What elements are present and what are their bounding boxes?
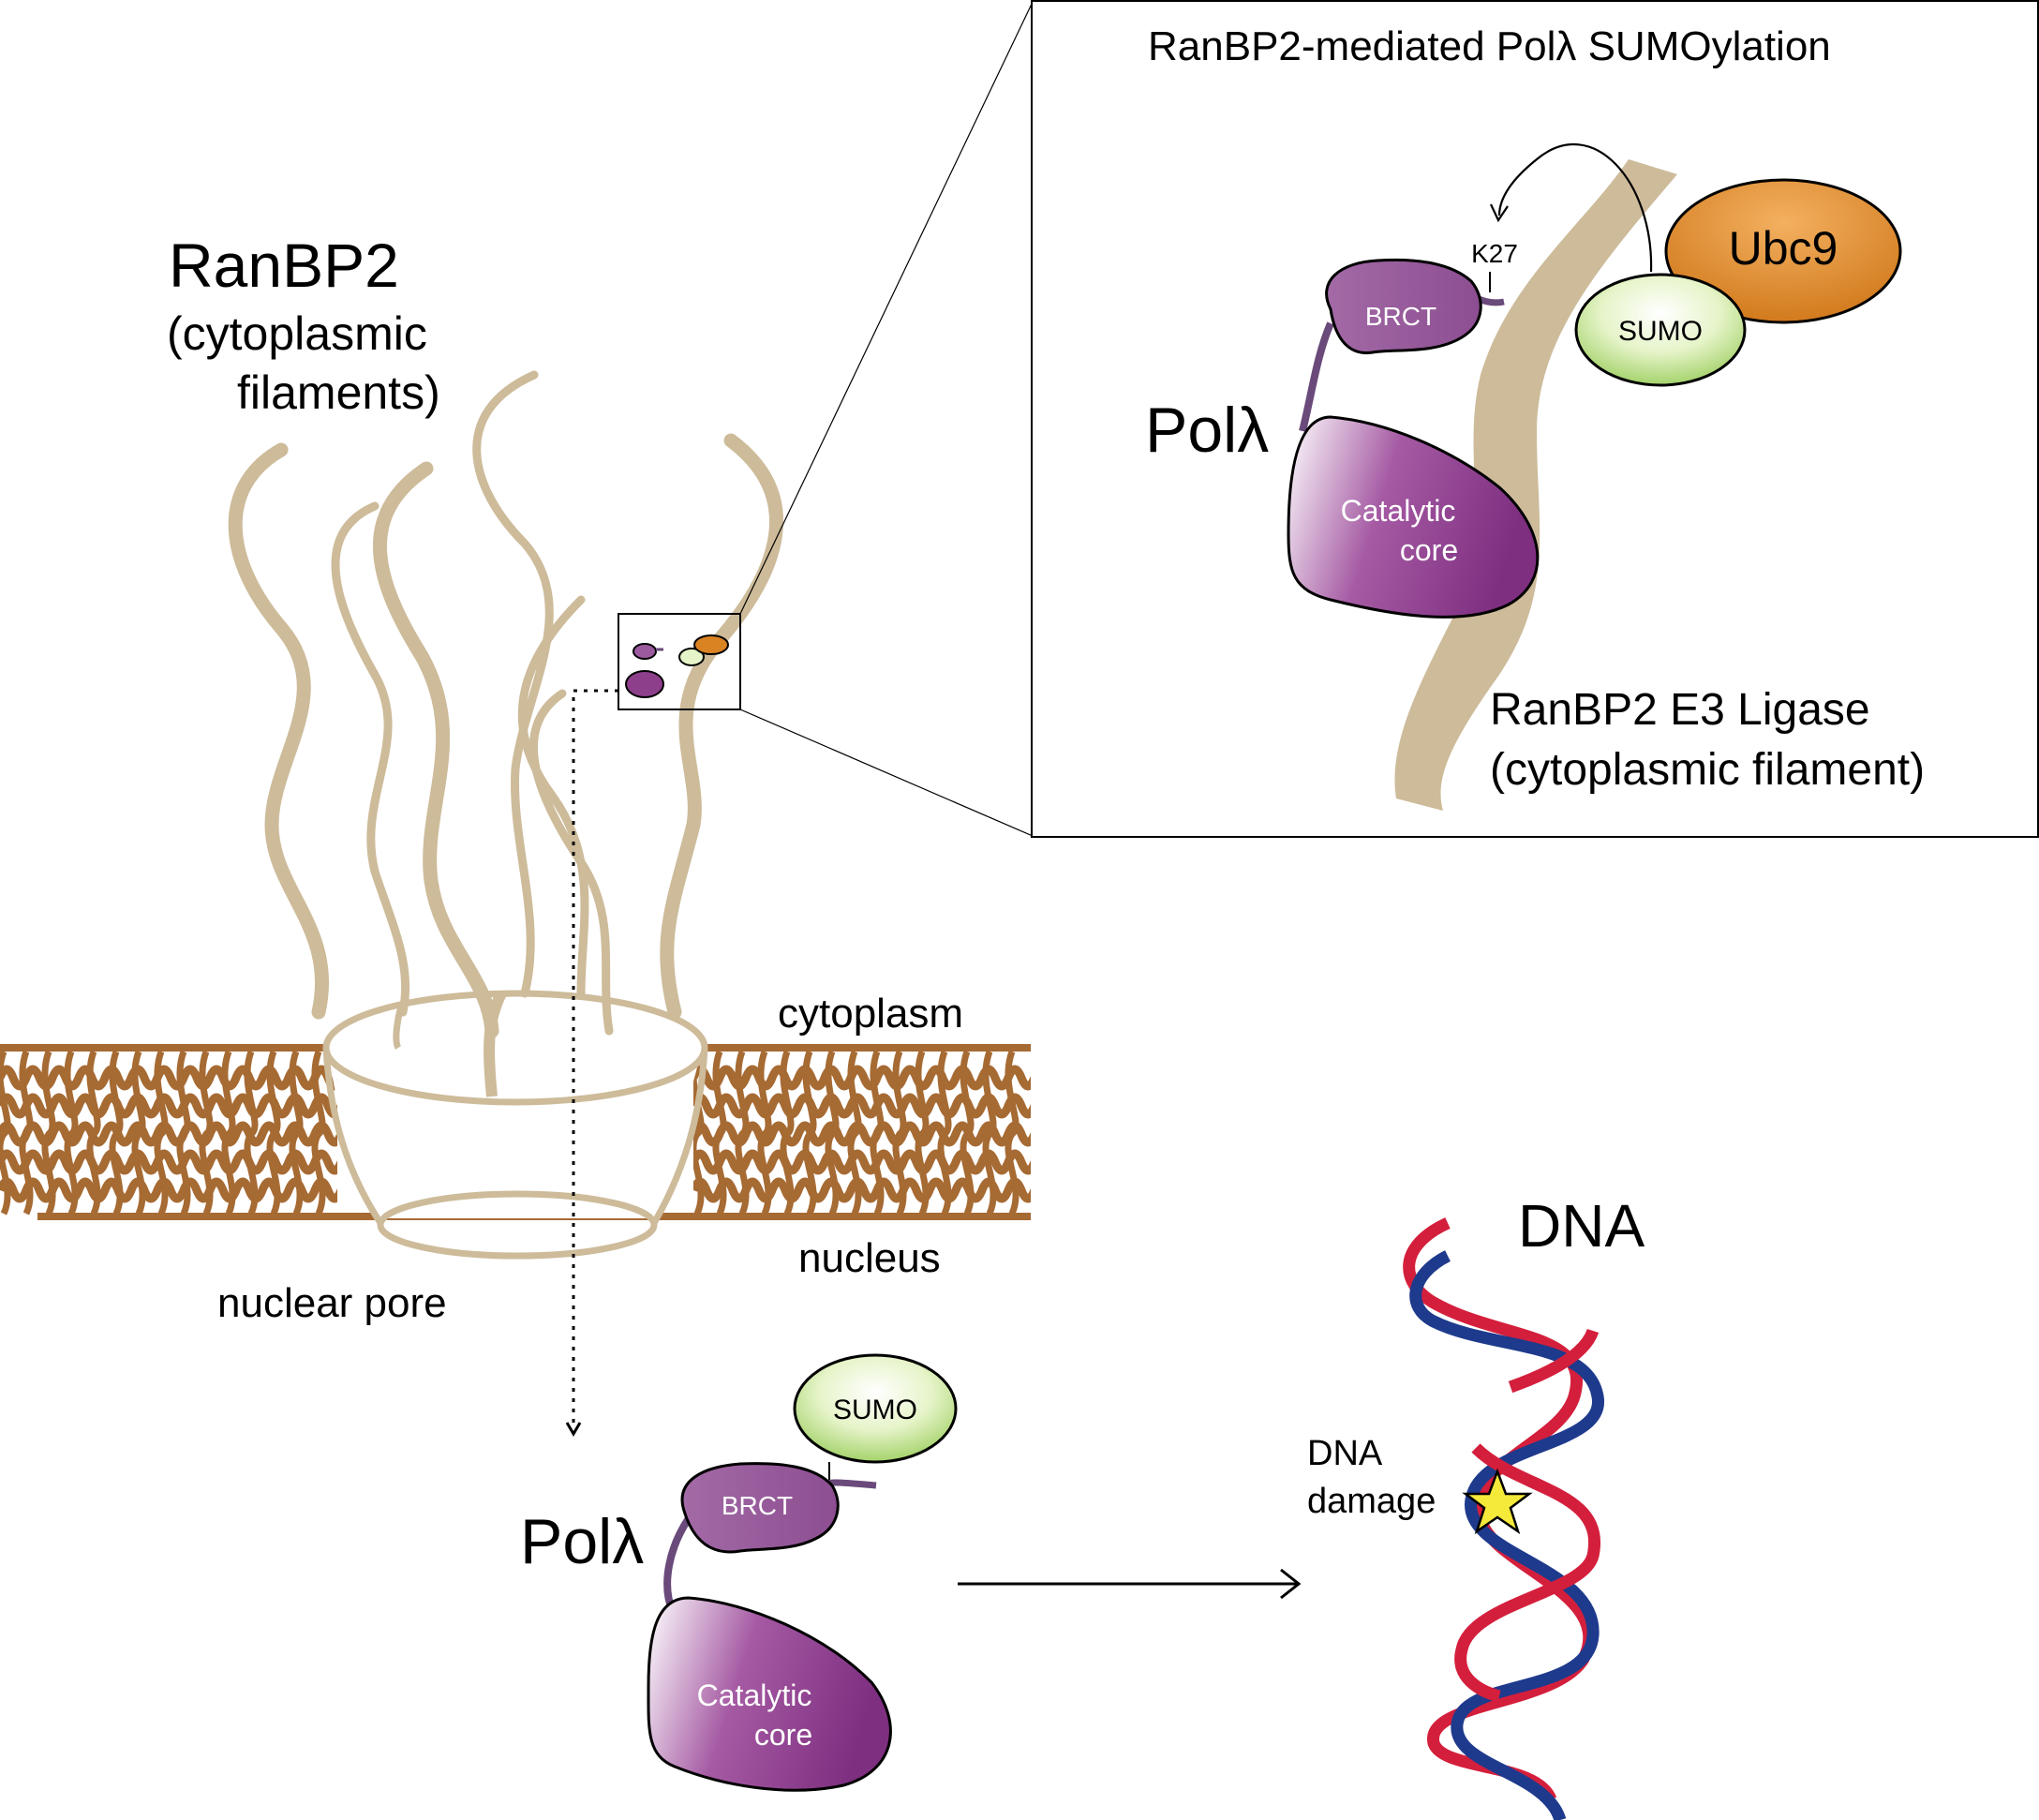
lipid-tail: [982, 1050, 997, 1216]
lipid-tail: [1005, 1050, 1020, 1216]
lipid-tail: [0, 1050, 11, 1216]
bottom-catalytic-label-2: core: [754, 1718, 812, 1752]
inset-catalytic-shape: [1287, 415, 1540, 619]
lipid-tail: [176, 1050, 191, 1216]
lipid-tail: [712, 1050, 727, 1216]
lipid-tail: [244, 1050, 259, 1216]
transport-path: [572, 689, 618, 1423]
sumo-label: SUMO: [1618, 316, 1703, 347]
sumo-shape: [1574, 273, 1747, 387]
dna-label: DNA: [1518, 1192, 1645, 1260]
lipid-tail: [960, 1050, 975, 1216]
cytoplasm-label: cytoplasm: [778, 991, 963, 1037]
k27-label: K27: [1471, 239, 1518, 268]
lipid-tail: [693, 1050, 705, 1216]
damage-star: [1462, 1468, 1533, 1535]
bottom-sumo-shape: [793, 1353, 958, 1464]
dna-blue-strand: [1409, 1250, 1604, 1820]
lipid-row: [693, 1093, 1031, 1119]
pore-bottom-ring: [377, 1190, 658, 1260]
filament-1: [228, 442, 330, 1020]
lipid-tail: [311, 1050, 326, 1216]
inset-catalytic-label-1: Catalytic: [1341, 494, 1456, 528]
bottom-brct-shape: [680, 1462, 840, 1554]
lipid-tail: [802, 1050, 817, 1216]
e3-label-line1: RanBP2 E3 Ligase: [1490, 685, 1870, 735]
lipid-row: [0, 1065, 337, 1091]
ranbp2-filaments: [228, 370, 783, 1038]
lipid-row: [693, 1177, 1031, 1203]
lipid-tail: [870, 1050, 885, 1216]
lipid-tail: [19, 1050, 34, 1216]
lipid-tail: [289, 1050, 304, 1216]
lipid-tail: [221, 1050, 236, 1216]
lipid-tail: [199, 1050, 214, 1216]
filament-7: [517, 595, 589, 998]
filament-4: [472, 370, 554, 998]
ranbp2-sub1: (cytoplasmic: [167, 307, 427, 360]
lipid-tail: [892, 1050, 907, 1216]
filament-6: [660, 433, 783, 1020]
inset-pol-label: Polλ: [1145, 395, 1269, 466]
ubc9-shape: [1664, 178, 1902, 324]
lipid-row: [693, 1065, 1031, 1091]
lipid-tail: [915, 1050, 930, 1216]
lipid-tail: [780, 1050, 795, 1216]
lipid-tail: [847, 1050, 862, 1216]
lipid-row: [693, 1149, 1031, 1175]
ranbp2-sub2: filaments): [237, 366, 440, 419]
inset-panel: RanBP2-mediated Polλ SUMOylation Ubc9 SU…: [1031, 0, 2039, 838]
transport-arrowhead: [565, 1422, 582, 1437]
ubc9-label: Ubc9: [1729, 222, 1838, 275]
lipid-tail: [64, 1050, 79, 1216]
lipid-tail: [41, 1050, 56, 1216]
e3-label-line2: (cytoplasmic filament): [1490, 745, 1925, 795]
lipid-tail: [154, 1050, 169, 1216]
recruitment-arrow: [958, 1568, 1302, 1600]
lipid-tail: [937, 1050, 952, 1216]
nuclear-pore-label: nuclear pore: [217, 1280, 447, 1326]
dna-red-strand-front: [1454, 1443, 1601, 1703]
lipid-row: [0, 1121, 337, 1147]
zoom-box: [565, 1, 1034, 1437]
bottom-sumo-label: SUMO: [833, 1395, 917, 1425]
nuclear-pore: [322, 990, 708, 1260]
ranbp2-title: RanBP2: [169, 231, 399, 300]
bottom-brct-label: BRCT: [722, 1491, 793, 1520]
bottom-catalytic-shape: [647, 1596, 892, 1792]
dna-damage-label-2: damage: [1307, 1482, 1436, 1521]
filament-5: [528, 689, 614, 1036]
lipid-row: [0, 1149, 337, 1175]
e3-filament: [1394, 159, 1677, 811]
dna-damage-label-1: DNA: [1307, 1434, 1383, 1473]
lipid-tail: [109, 1050, 124, 1216]
bottom-pol-complex: SUMO BRCT Catalytic core Polλ: [520, 1353, 958, 1792]
inset-brct-shape: [1325, 258, 1482, 355]
inset-linker: [1299, 321, 1334, 432]
nucleus-label: nucleus: [798, 1235, 941, 1281]
lipid-tail: [825, 1050, 840, 1216]
inset-title: RanBP2-mediated Polλ SUMOylation: [1148, 23, 1831, 69]
inset-brct-label: BRCT: [1365, 302, 1436, 331]
lipid-row: [0, 1177, 337, 1203]
inset-catalytic-label-2: core: [1400, 533, 1458, 567]
lipid-tail: [266, 1050, 281, 1216]
filament-3: [372, 461, 499, 1038]
lipid-tail: [131, 1050, 146, 1216]
lipid-row: [0, 1093, 337, 1119]
lipid-tail: [735, 1050, 750, 1216]
transfer-arrow: [1497, 143, 1653, 273]
lipid-tail: [86, 1050, 101, 1216]
lipid-tail: [757, 1050, 772, 1216]
lipid-row: [693, 1121, 1031, 1147]
bottom-catalytic-label-1: Catalytic: [697, 1678, 812, 1712]
filament-2: [331, 501, 410, 1017]
nuclear-membrane: [0, 1044, 1031, 1220]
bottom-pol-label: Polλ: [520, 1506, 644, 1577]
